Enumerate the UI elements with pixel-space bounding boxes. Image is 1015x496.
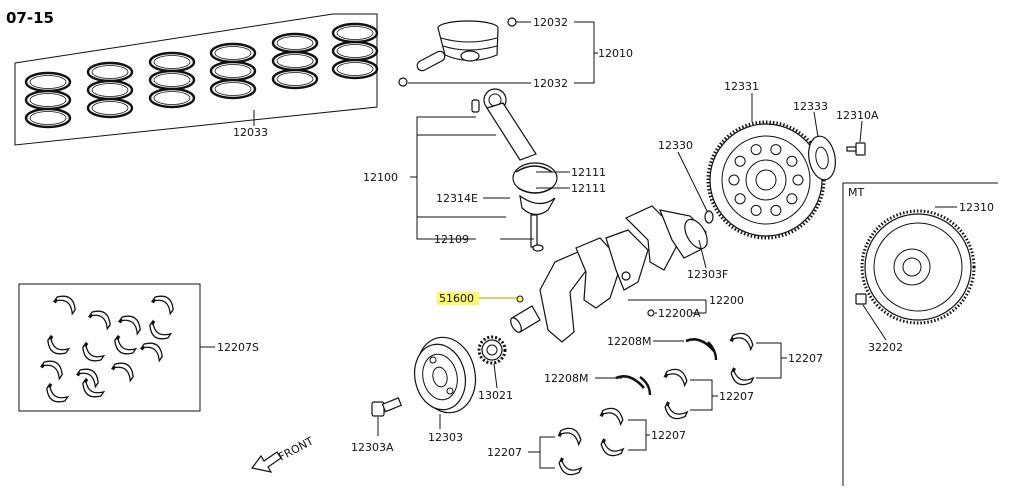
callout-12010[interactable]: 12010: [598, 47, 633, 60]
piston-assembly: [398, 17, 517, 87]
bearing-shell: [558, 456, 583, 476]
flywheel-mt: [860, 209, 976, 325]
callout-12200a[interactable]: 12200A: [658, 307, 701, 320]
flywheel-bolt-mt: [855, 293, 867, 305]
section-code: 07-15: [6, 9, 54, 27]
main-bearing-set-box: [18, 283, 201, 412]
crankshaft-pulley: [414, 336, 477, 414]
callout-12032-top[interactable]: 12032: [533, 16, 568, 29]
piston-ring-stack: [271, 32, 319, 90]
callout-12310[interactable]: 12310: [959, 201, 994, 214]
bearing-shell: [664, 400, 689, 420]
callout-12200[interactable]: 12200: [709, 294, 744, 307]
callout-12303a[interactable]: 12303A: [351, 441, 394, 454]
callout-12207-c[interactable]: 12207: [651, 429, 686, 442]
callout-12109[interactable]: 12109: [434, 233, 469, 246]
piston-ring-stack: [331, 22, 379, 80]
bearing-shell: [139, 342, 163, 363]
callout-12207-a[interactable]: 12207: [788, 352, 823, 365]
connecting-rod: [471, 88, 558, 252]
callout-12111-upper[interactable]: 12111: [571, 166, 606, 179]
bearing-shell: [150, 295, 174, 316]
thrust-washer: [615, 375, 645, 389]
bearing-shell: [599, 407, 624, 427]
bearing-shell: [75, 368, 99, 389]
bearing-shell: [46, 382, 70, 403]
bearing-shell: [87, 310, 111, 331]
callout-12032-bottom[interactable]: 12032: [533, 77, 568, 90]
piston-ring-stack: [209, 42, 257, 100]
bearing-shell: [52, 295, 76, 316]
callout-12208m-upper[interactable]: 12208M: [607, 335, 651, 348]
callout-12111-lower[interactable]: 12111: [571, 182, 606, 195]
callout-12333[interactable]: 12333: [793, 100, 828, 113]
callout-12330[interactable]: 12330: [658, 139, 693, 152]
bearing-shell: [663, 368, 688, 388]
callout-12208m-lower[interactable]: 12208M: [544, 372, 588, 385]
pilot-bushing: [704, 210, 714, 224]
callout-12303f[interactable]: 12303F: [687, 268, 728, 281]
mt-label: MT: [848, 186, 864, 199]
pulley-bolt: [371, 397, 403, 417]
callout-12303[interactable]: 12303: [428, 431, 463, 444]
callout-51600[interactable]: 51600: [439, 292, 474, 305]
callout-12207-b[interactable]: 12207: [719, 390, 754, 403]
flywheel-bolt-at: [846, 142, 866, 156]
bearing-shell: [729, 332, 754, 352]
crankshaft-sprocket: [477, 335, 507, 365]
bearing-shell: [149, 319, 173, 340]
bearing-shell: [82, 377, 106, 398]
bearing-shell: [557, 427, 582, 447]
piston-ring-stack: [148, 51, 196, 109]
piston-ring-stack: [86, 61, 134, 119]
callout-12331[interactable]: 12331: [724, 80, 759, 93]
front-arrow-icon: [250, 451, 282, 473]
bearing-shell: [114, 334, 138, 355]
callout-12100[interactable]: 12100: [363, 171, 398, 184]
bearing-shell: [600, 437, 625, 457]
callout-32202[interactable]: 32202: [868, 341, 903, 354]
bearing-shell: [39, 360, 63, 381]
bearing-shell: [730, 366, 755, 386]
bearing-shell: [110, 362, 134, 383]
bearing-shell: [117, 315, 141, 336]
bearing-shell: [82, 341, 106, 362]
crankshaft: [510, 205, 708, 343]
drive-plate: [706, 120, 826, 240]
callout-12310a[interactable]: 12310A: [836, 109, 879, 122]
callout-12207s[interactable]: 12207S: [217, 341, 259, 354]
piston-ring-stack: [24, 71, 72, 129]
callout-12314e[interactable]: 12314E: [436, 192, 478, 205]
callout-13021[interactable]: 13021: [478, 389, 513, 402]
callout-51600-highlight: [437, 292, 479, 305]
front-label: FRONT: [276, 434, 316, 463]
callout-12207-d[interactable]: 12207: [487, 446, 522, 459]
callout-12033[interactable]: 12033: [233, 126, 268, 139]
piston-ring-set: [14, 13, 379, 146]
mt-box: [842, 182, 998, 486]
bearing-shell: [47, 334, 71, 355]
